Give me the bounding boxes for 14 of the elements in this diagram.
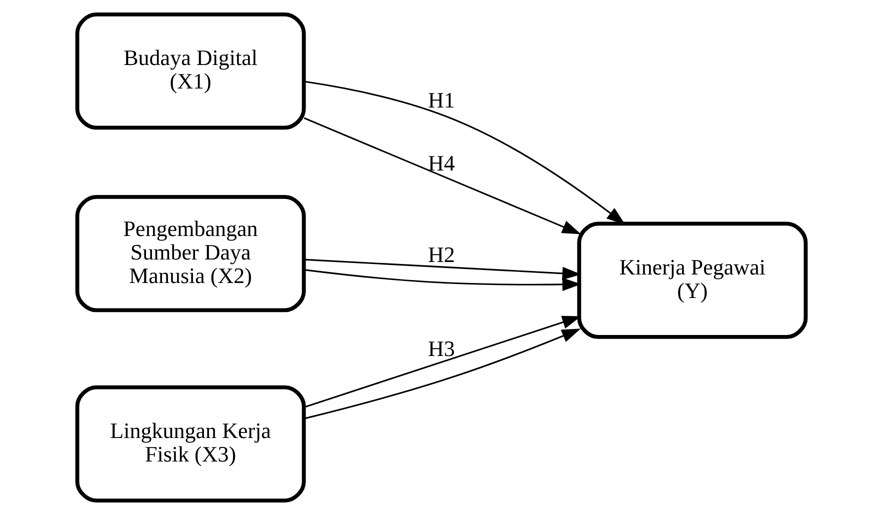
arrow — [304, 328, 580, 420]
arrow — [304, 269, 581, 292]
arrow — [304, 80, 625, 225]
arrow — [303, 316, 581, 408]
edge-label: H2 — [428, 242, 454, 267]
edge-label: H4 — [428, 150, 454, 176]
node-box: Budaya Digital (X1) — [74, 12, 306, 130]
arrow — [303, 117, 581, 234]
node-box: Kinerja Pegawai (Y) — [576, 222, 808, 339]
edge-label: H1 — [428, 88, 454, 113]
node-box: Lingkungan Kerja Fisik (X3) — [74, 385, 306, 503]
edge-label: H3 — [428, 336, 454, 362]
node-box: Pengembangan Sumber Daya Manusia (X2) — [74, 194, 306, 312]
arrow — [304, 258, 581, 280]
